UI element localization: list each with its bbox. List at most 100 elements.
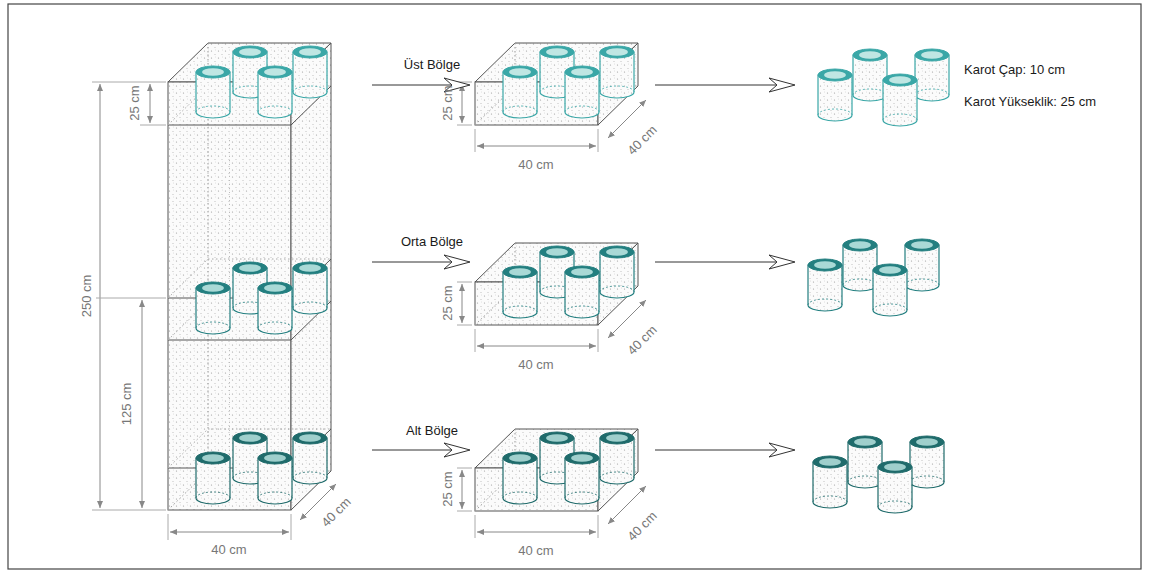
core-cylinder <box>565 66 599 118</box>
drawing-stroke <box>911 241 933 249</box>
drawing-stroke <box>509 268 531 276</box>
drawing-stroke <box>878 467 912 513</box>
core-cylinder <box>565 452 599 504</box>
drawing-stroke <box>258 288 292 334</box>
drawing-stroke <box>600 286 634 292</box>
dimension-line <box>170 532 289 533</box>
drawing-stroke <box>546 434 568 442</box>
drawing-stroke <box>293 262 327 274</box>
core-cylinder <box>905 239 939 291</box>
drawing-stroke <box>202 284 224 292</box>
dimension-line <box>150 84 151 123</box>
drawing-stroke <box>229 140 230 290</box>
core-cylinder <box>818 69 852 121</box>
drawing-stroke <box>910 436 944 448</box>
drawing-stroke <box>299 48 321 56</box>
drawing-stroke <box>196 322 230 328</box>
drawing-stroke <box>540 432 574 444</box>
core-cylinder <box>808 259 842 311</box>
drawing-stroke <box>883 114 917 120</box>
slice-prism <box>475 429 638 511</box>
drawing-stroke <box>873 264 907 276</box>
drawing-stroke <box>258 282 292 294</box>
drawing-stroke <box>571 454 593 462</box>
drawing-stroke <box>475 515 476 538</box>
drawing-stroke <box>818 69 852 81</box>
drawing-stroke <box>565 452 599 464</box>
dimension-label: 250 cm <box>79 273 94 320</box>
drawing-stroke <box>509 68 531 76</box>
drawing-stroke <box>457 325 472 326</box>
dimension-line <box>477 532 596 533</box>
dimension-label: 40 cm <box>623 321 661 359</box>
core-cylinder <box>565 266 599 318</box>
drawing-stroke <box>808 265 842 311</box>
core-cylinder <box>196 452 230 504</box>
drawing-stroke <box>168 340 291 341</box>
drawing-stroke <box>824 71 846 79</box>
drawing-stroke <box>813 456 847 468</box>
dimension-label: 125 cm <box>119 381 134 428</box>
core-cylinder <box>813 456 847 508</box>
core-cylinder <box>196 282 230 334</box>
drawing-stroke <box>600 86 634 92</box>
drawing-stroke <box>475 129 476 152</box>
drawing-stroke <box>905 279 939 285</box>
drawing-stroke <box>258 452 292 464</box>
drawing-stroke <box>457 282 472 283</box>
drawing-stroke <box>546 48 568 56</box>
drawing-stroke <box>848 442 882 488</box>
dimension-line <box>477 346 596 347</box>
drawing-stroke <box>910 476 944 482</box>
core-cylinder <box>503 66 537 118</box>
drawing-stroke <box>233 432 267 444</box>
drawing-stroke <box>853 55 887 101</box>
drawing-stroke <box>503 458 537 504</box>
slice-prism <box>475 243 638 325</box>
core-cylinder <box>503 266 537 318</box>
drawing-stroke <box>208 429 331 430</box>
flow-arrowhead <box>769 78 795 92</box>
drawing-stroke <box>258 322 292 328</box>
drawing-stroke <box>848 436 882 448</box>
core-cylinder <box>853 49 887 101</box>
drawing-stroke <box>503 266 537 278</box>
drawing-stroke <box>196 66 230 78</box>
drawing-stroke <box>873 304 907 310</box>
drawing-stroke <box>915 55 949 101</box>
drawing-stroke <box>878 461 912 473</box>
drawing-stroke <box>258 72 292 118</box>
dimension-label: 40 cm <box>209 542 248 557</box>
drawing-stroke <box>509 454 531 462</box>
drawing-stroke <box>813 496 847 502</box>
drawing-stroke <box>889 76 911 84</box>
drawing-stroke <box>883 74 917 86</box>
dimension-line <box>100 84 101 508</box>
drawing-stroke <box>293 438 327 484</box>
drawing-stroke <box>92 82 140 83</box>
core-cylinder <box>848 436 882 488</box>
core-spec-label: Karot Çap: 10 cm <box>962 62 1067 77</box>
dimension-line <box>462 470 463 509</box>
drawing-stroke <box>299 264 321 272</box>
drawing-stroke <box>565 458 599 504</box>
dimension-label: 25 cm <box>440 283 455 322</box>
core-cylinder <box>503 452 537 504</box>
flow-arrowhead <box>769 255 795 269</box>
drawing-stroke <box>565 266 599 278</box>
dimension-line <box>462 284 463 323</box>
drawing-stroke <box>239 264 261 272</box>
drawing-stroke <box>202 68 224 76</box>
drawing-stroke <box>293 268 327 314</box>
drawing-stroke <box>258 458 292 504</box>
dimension-label: 25 cm <box>440 469 455 508</box>
core-cylinder <box>883 74 917 126</box>
drawing-stroke <box>843 279 877 285</box>
drawing-stroke <box>233 46 267 58</box>
core-cylinder <box>600 246 634 298</box>
drawing-stroke <box>606 434 628 442</box>
drawing-stroke <box>565 492 599 498</box>
drawing-stroke <box>264 454 286 462</box>
drawing-stroke <box>600 472 634 478</box>
drawing-stroke <box>565 72 599 118</box>
